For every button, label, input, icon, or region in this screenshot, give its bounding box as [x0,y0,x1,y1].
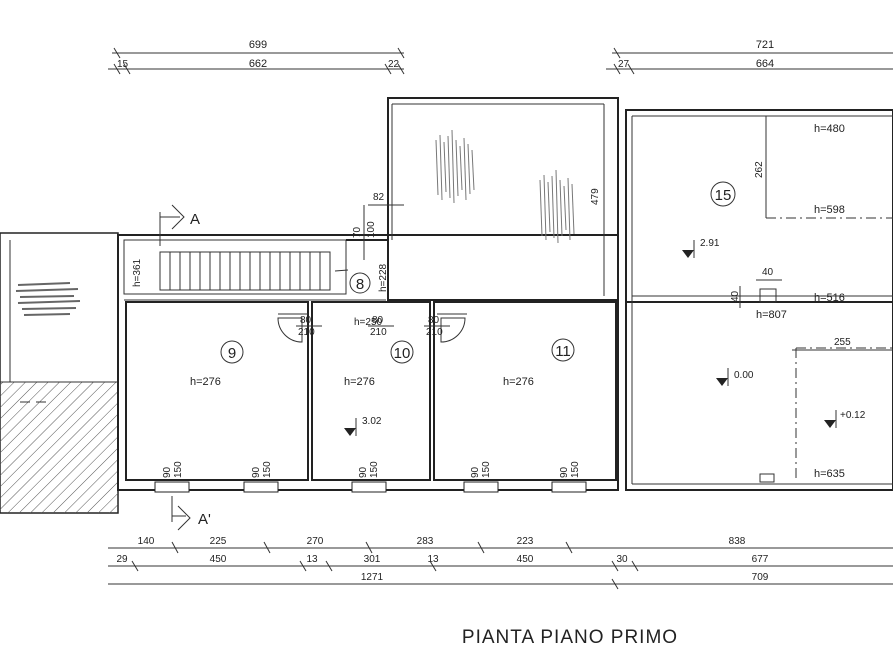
section-markers: A A' [159,204,211,531]
bottom-row1-3: 283 [417,536,434,547]
bottom-row2-7: 677 [752,554,769,565]
dim-left-b: 662 [249,58,267,70]
door-2-height: 210 [370,327,387,338]
bottom-row2-1: 450 [210,554,227,565]
room-10-height: h=276 [344,376,375,388]
dim-255: 255 [834,337,851,348]
room-9-height: h=276 [190,376,221,388]
window-4-height: 150 [481,461,492,478]
room-11-height: h=276 [503,376,534,388]
r15-height-e: h=635 [814,468,845,480]
bottom-row1-1: 225 [210,536,227,547]
walls [117,97,893,491]
stair-room-height: h=228 [378,263,389,292]
window-2-height: 150 [262,461,273,478]
dim-479: 479 [590,188,601,205]
window-4-width: 90 [470,466,481,478]
section-a-label: A [190,211,200,228]
dim-40-side: 40 [730,290,741,302]
dim-262: 262 [754,161,765,178]
door-3-height: 210 [426,327,443,338]
top-dimensions: 699 15 662 22 721 27 664 [108,39,893,75]
window-1-height: 150 [173,461,184,478]
window-5-height: 150 [570,461,581,478]
page-title: PIANTA PIANO PRIMO [462,627,678,648]
door-3-width: 80 [428,315,440,326]
bottom-row2-6: 30 [616,554,628,565]
room-10-number: 10 [394,345,411,362]
level-markers: 3.02 2.91 0.00 +0.12 [344,238,866,436]
corridor-height: h=250 [354,317,383,328]
dim-left-total: 699 [249,39,267,51]
dim-82: 82 [373,192,385,203]
r15-height-d: h=807 [756,309,787,321]
adjacent-building [0,232,119,514]
r15-height-b: h=598 [814,204,845,216]
room-11-number: 11 [555,343,571,360]
section-a-prime-label: A' [198,511,211,528]
level-right: +0.12 [840,410,866,421]
stairs-height: h=361 [132,258,143,287]
room-8-number: 8 [356,276,364,293]
bottom-row2-2: 13 [306,554,318,565]
window-5-width: 90 [559,466,570,478]
dim-right-total: 721 [756,39,774,51]
bottom-row1-0: 140 [138,536,155,547]
room-15-number: 15 [715,187,732,204]
room-tags: 9 10 11 15 8 [220,181,736,364]
level-lower: 0.00 [734,370,754,381]
bottom-row1-4: 223 [517,536,534,547]
dim-left-c: 22 [388,59,400,70]
stair-treads [159,251,349,291]
door-1-width: 80 [300,315,312,326]
dim-40-top: 40 [762,267,774,278]
bottom-row3-1: 709 [752,572,769,583]
misc-dimensions: 82 70 100 479 262 40 40 255 [352,161,893,351]
bottom-row2-0: 29 [116,554,128,565]
room-9-number: 9 [228,345,236,362]
door-2-width: 80 [372,315,384,326]
dim-right-b: 664 [756,58,774,70]
level-room-15: 2.91 [700,238,720,249]
scribble-marks [435,129,575,244]
dim-left-a: 15 [117,59,129,70]
door-swings [277,313,467,343]
window-openings [154,481,587,493]
scribble-mark [15,282,81,316]
bottom-row1-5: 838 [729,536,746,547]
r15-height-a: h=480 [814,123,845,135]
bottom-row2-5: 450 [517,554,534,565]
door-1-height: 210 [298,327,315,338]
dim-right-a: 27 [618,59,630,70]
bottom-row2-4: 13 [427,554,439,565]
dim-70: 70 [352,226,363,238]
height-labels: h=276 h=276 h=276 h=361 h=228 h=250 h=48… [132,123,845,480]
bottom-dimensions: 140 225 270 283 223 838 29 450 13 301 13… [108,536,893,590]
dim-100: 100 [366,221,377,238]
window-2-width: 90 [251,466,262,478]
r15-height-c: h=516 [814,292,845,304]
bottom-row2-3: 301 [364,554,381,565]
bottom-row1-2: 270 [307,536,324,547]
bottom-row3-0: 1271 [361,572,384,583]
window-1-width: 90 [162,466,173,478]
window-3-width: 90 [358,466,369,478]
opening-labels: 80 210 80 210 80 210 90 150 90 150 90 15… [162,315,581,478]
window-3-height: 150 [369,461,380,478]
level-room-10: 3.02 [362,416,382,427]
